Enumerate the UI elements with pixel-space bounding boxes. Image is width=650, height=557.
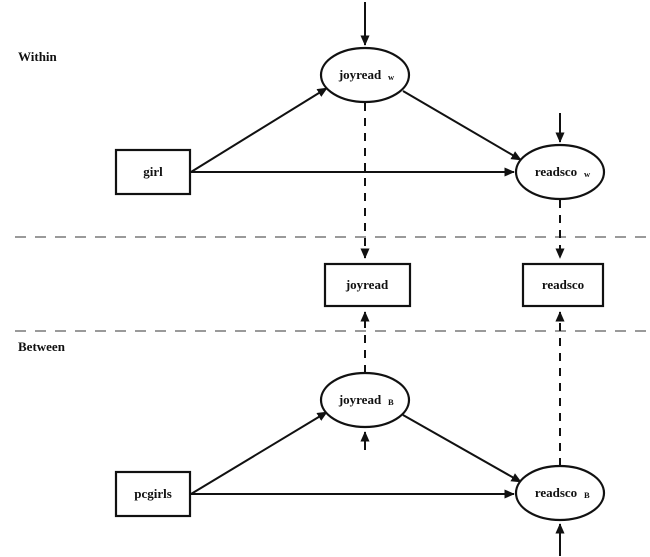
edge-joyread-w-to-readsco-w — [402, 90, 522, 161]
node-readsco-b[interactable]: readsco B — [514, 464, 606, 522]
node-joyread-b-label: joyread — [338, 392, 382, 407]
node-readsco[interactable]: readsco — [521, 262, 605, 308]
node-readsco-b-subscript: B — [584, 490, 590, 500]
node-joyread-b[interactable]: joyread B — [319, 371, 411, 429]
node-readsco-w-shape — [514, 143, 606, 201]
edge-joyread-b-to-readsco-b — [402, 414, 522, 483]
node-pcgirls-shape — [114, 470, 192, 518]
node-readsco-w-label: readsco — [535, 164, 577, 179]
node-girl-label: girl — [143, 164, 163, 179]
node-readsco-w[interactable]: readsco w — [514, 143, 606, 201]
level-label-between: Between — [18, 339, 66, 354]
node-joyread-w-subscript: w — [388, 72, 395, 82]
node-readsco-b-label: readsco — [535, 485, 577, 500]
edge-pcgirls-to-joyread-b — [190, 411, 328, 495]
node-joyread-b-shape — [319, 371, 411, 429]
node-joyread-w-label: joyread — [338, 67, 382, 82]
node-pcgirls[interactable]: pcgirls — [114, 470, 192, 518]
node-readsco-label: readsco — [542, 277, 584, 292]
node-readsco-w-subscript: w — [584, 169, 591, 179]
node-joyread-w-shape — [319, 46, 411, 104]
node-joyread-shape — [323, 262, 412, 308]
node-readsco-b-shape — [514, 464, 606, 522]
node-pcgirls-label: pcgirls — [134, 486, 172, 501]
node-joyread[interactable]: joyread — [323, 262, 412, 308]
node-joyread-b-subscript: B — [388, 397, 394, 407]
node-girl-shape — [114, 148, 192, 196]
node-readsco-shape — [521, 262, 605, 308]
edge-girl-to-joyread-w — [190, 87, 328, 173]
node-joyread-w[interactable]: joyread w — [319, 46, 411, 104]
level-label-within: Within — [18, 49, 58, 64]
node-joyread-label: joyread — [345, 277, 389, 292]
node-girl[interactable]: girl — [114, 148, 192, 196]
